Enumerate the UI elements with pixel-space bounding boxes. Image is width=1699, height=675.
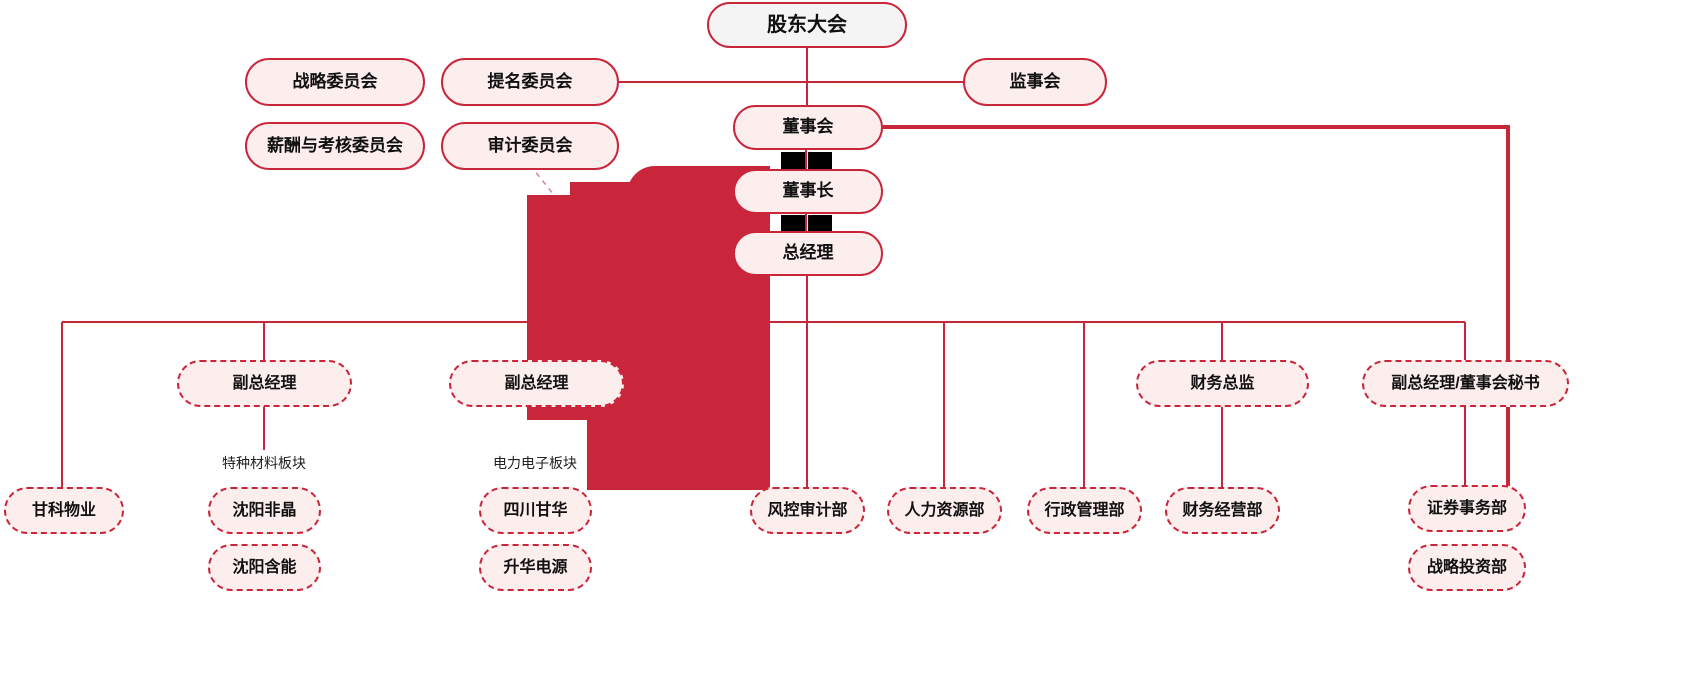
connector-block-upper-left xyxy=(781,152,805,169)
node-board-of-directors[interactable]: 董事会 xyxy=(733,105,883,150)
node-deputy-gm-2[interactable]: 副总经理 xyxy=(449,360,624,407)
node-label: 升华电源 xyxy=(503,558,568,576)
node-shenghua-power[interactable]: 升华电源 xyxy=(479,544,592,591)
node-strategic-investment-dept[interactable]: 战略投资部 xyxy=(1408,544,1526,591)
node-label: 沈阳非晶 xyxy=(232,501,297,519)
decorative-white-notch xyxy=(527,420,587,490)
node-label: 证券事务部 xyxy=(1426,499,1507,517)
connector-seam-upper xyxy=(805,150,807,171)
segment-label-text: 电力电子板块 xyxy=(493,455,577,471)
node-remuneration-committee[interactable]: 薪酬与考核委员会 xyxy=(245,122,425,170)
node-label: 行政管理部 xyxy=(1044,501,1125,519)
node-cfo[interactable]: 财务总监 xyxy=(1136,360,1309,407)
node-risk-audit-dept[interactable]: 风控审计部 xyxy=(750,487,865,534)
node-label: 总经理 xyxy=(782,243,834,263)
node-finance-dept[interactable]: 财务经营部 xyxy=(1165,487,1280,534)
node-shareholders-meeting[interactable]: 股东大会 xyxy=(707,2,907,48)
node-label: 四川甘华 xyxy=(503,501,568,519)
node-chairman[interactable]: 董事长 xyxy=(733,169,883,214)
node-label: 副总经理 xyxy=(504,374,569,392)
connector-block-upper-right xyxy=(808,152,832,169)
node-label: 风控审计部 xyxy=(767,501,848,519)
node-label: 董事会 xyxy=(782,117,834,137)
segment-label-power-electronics: 电力电子板块 xyxy=(445,453,625,473)
connector-block-lower-left xyxy=(781,215,805,232)
node-label: 董事长 xyxy=(782,181,834,201)
node-securities-dept[interactable]: 证券事务部 xyxy=(1408,485,1526,532)
node-label: 提名委员会 xyxy=(487,71,573,91)
node-label: 沈阳含能 xyxy=(232,558,297,576)
node-sichuan-ganhua[interactable]: 四川甘华 xyxy=(479,487,592,534)
node-nomination-committee[interactable]: 提名委员会 xyxy=(441,58,619,106)
node-audit-committee[interactable]: 审计委员会 xyxy=(441,122,619,170)
connector-block-lower-right xyxy=(808,215,832,232)
node-shenyang-feijing[interactable]: 沈阳非晶 xyxy=(208,487,321,534)
node-deputy-gm-1[interactable]: 副总经理 xyxy=(177,360,352,407)
segment-label-special-materials: 特种材料板块 xyxy=(174,453,354,473)
node-label: 财务经营部 xyxy=(1182,501,1263,519)
node-label: 副总经理 xyxy=(232,374,297,392)
node-label: 战略委员会 xyxy=(292,71,378,91)
node-admin-dept[interactable]: 行政管理部 xyxy=(1027,487,1142,534)
node-label: 副总经理/董事会秘书 xyxy=(1391,374,1540,392)
node-label: 薪酬与考核委员会 xyxy=(267,135,403,155)
node-label: 人力资源部 xyxy=(904,501,985,519)
node-deputy-gm-secretary[interactable]: 副总经理/董事会秘书 xyxy=(1362,360,1569,407)
node-strategy-committee[interactable]: 战略委员会 xyxy=(245,58,425,106)
node-label: 甘科物业 xyxy=(31,501,96,519)
node-label: 审计委员会 xyxy=(487,135,573,155)
node-label: 财务总监 xyxy=(1190,374,1255,392)
node-ganke-property[interactable]: 甘科物业 xyxy=(4,487,124,534)
node-general-manager[interactable]: 总经理 xyxy=(733,231,883,276)
node-shenyang-hanneng[interactable]: 沈阳含能 xyxy=(208,544,321,591)
node-label: 股东大会 xyxy=(767,14,847,36)
node-label: 战略投资部 xyxy=(1426,558,1507,576)
node-label: 监事会 xyxy=(1009,71,1061,91)
segment-label-text: 特种材料板块 xyxy=(222,455,306,471)
connector-seam-lower xyxy=(805,213,807,234)
node-supervisory-board[interactable]: 监事会 xyxy=(963,58,1107,106)
node-hr-dept[interactable]: 人力资源部 xyxy=(887,487,1002,534)
